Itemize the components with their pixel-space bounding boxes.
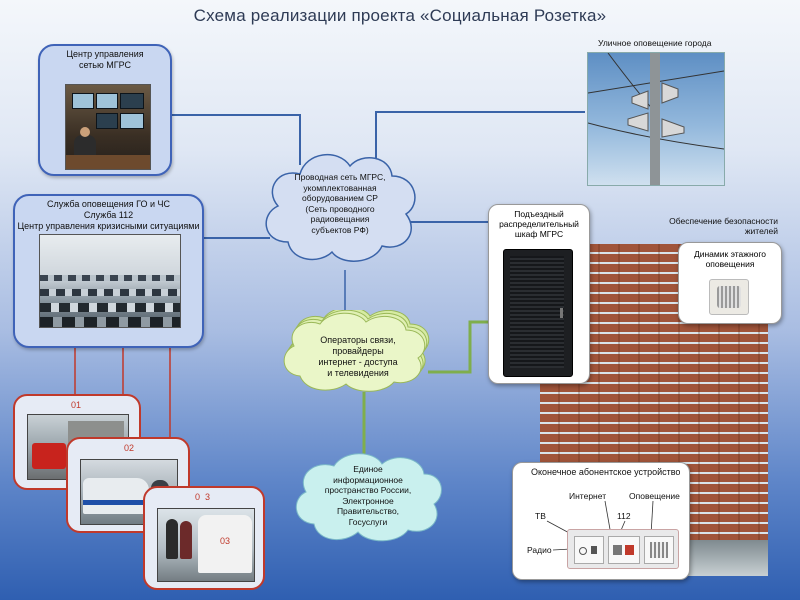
- cabinet-line: распределительный: [499, 219, 579, 229]
- street-alert-photo: [587, 52, 725, 186]
- wired-network-line: укомплектованная: [303, 182, 377, 193]
- wired-network-line: оборудованием СР: [302, 193, 378, 203]
- loudspeaker-icon: [631, 90, 649, 110]
- unified-space-text: Единое информационное пространство Росси…: [306, 464, 430, 527]
- wired-network-line: радиовещания: [310, 214, 370, 224]
- unified-space-line: информационное: [333, 474, 403, 485]
- terminal-callout: Оконечное абонентское устройство Интерне…: [512, 462, 690, 580]
- loudspeaker-icon: [661, 118, 685, 138]
- unified-space-line: Единое: [353, 464, 383, 474]
- operators-line: провайдеры: [332, 346, 384, 356]
- crisis-center-line3: Центр управления кризисными ситуациями: [17, 221, 200, 231]
- terminal-alert-label: Оповещение: [629, 491, 680, 501]
- control-center-line1: Центр управления: [66, 49, 144, 59]
- operators-text: Операторы связи, провайдеры интернет - д…: [296, 335, 420, 379]
- vehicle-number-01: 01: [71, 400, 82, 410]
- cabinet-line: шкаф МГРС: [514, 229, 564, 239]
- wired-network-line: Проводная сеть МГРС,: [294, 172, 386, 182]
- internet-112-socket-icon: [608, 536, 640, 564]
- line-network-to-street: [375, 111, 585, 160]
- wired-network-cloud: [265, 153, 416, 262]
- street-alert-label: Уличное оповещение города: [598, 38, 712, 48]
- wired-network-text: Проводная сеть МГРС, укомплектованная об…: [276, 172, 404, 235]
- street-pole-drawing: [587, 52, 725, 185]
- control-room-photo: [65, 84, 151, 170]
- safety-line: Обеспечение безопасности: [669, 216, 778, 226]
- server-cabinet-icon: [503, 249, 573, 377]
- ambulance-plate: 03: [219, 536, 230, 546]
- control-center-card: Центр управления сетью МГРС: [38, 44, 172, 176]
- safety-label: Обеспечение безопасности жителей: [628, 216, 778, 236]
- unified-space-line: Правительство,: [336, 506, 400, 516]
- line-control-to-network: [170, 114, 301, 165]
- operators-line: Операторы связи,: [320, 335, 396, 345]
- vehicle-card-ambulance: 0 3 03: [143, 486, 265, 590]
- speaker-callout: Динамик этажного оповещения: [678, 242, 782, 324]
- operators-line: интернет - доступа: [318, 357, 398, 367]
- ambulance-photo: 03: [157, 508, 255, 582]
- control-center-line2: сетью МГРС: [78, 60, 132, 70]
- crisis-center-line1: Служба оповещения ГО и ЧС: [46, 199, 171, 209]
- safety-line: жителей: [744, 226, 778, 236]
- terminal-title: Оконечное абонентское устройство: [531, 467, 681, 477]
- cabinet-callout: Подъездный распределительный шкаф МГРС: [488, 204, 590, 384]
- unified-space-cloud: [296, 453, 442, 542]
- speaker-line: Динамик этажного: [693, 249, 767, 259]
- crisis-center-card: Служба оповещения ГО и ЧС Служба 112 Цен…: [13, 194, 204, 348]
- terminal-radio-label: Радио: [527, 545, 552, 555]
- terminal-tv-label: ТВ: [535, 511, 546, 521]
- wired-network-line: субъектов РФ): [311, 224, 369, 235]
- vehicle-number-03: 0 3: [195, 492, 211, 502]
- wired-network-line: (Сеть проводного: [305, 203, 375, 214]
- cabinet-line: Подъездный: [514, 209, 564, 219]
- terminal-112-label: 112: [617, 511, 631, 521]
- unified-space-line: Электронное: [342, 495, 394, 506]
- operators-line: и телевидения: [327, 368, 389, 378]
- vehicle-number-02: 02: [124, 443, 135, 453]
- terminal-internet-label: Интернет: [569, 491, 607, 501]
- loudspeaker-icon: [661, 82, 679, 104]
- crisis-center-line2: Служба 112: [83, 210, 134, 220]
- socket-panel: [567, 529, 679, 569]
- speaker-icon: [709, 279, 749, 315]
- page-title: Схема реализации проекта «Социальная Роз…: [193, 6, 607, 25]
- operators-cloud: [283, 310, 430, 392]
- unified-space-line: Госуслуги: [348, 516, 388, 527]
- tv-radio-socket-icon: [574, 536, 604, 564]
- loudspeaker-icon: [627, 112, 649, 132]
- unified-space-line: пространство России,: [324, 485, 412, 495]
- alert-speaker-socket-icon: [644, 536, 674, 564]
- crisis-room-photo: [39, 234, 181, 328]
- line-operators-to-cabinet: [428, 320, 490, 374]
- speaker-line: оповещения: [705, 259, 755, 269]
